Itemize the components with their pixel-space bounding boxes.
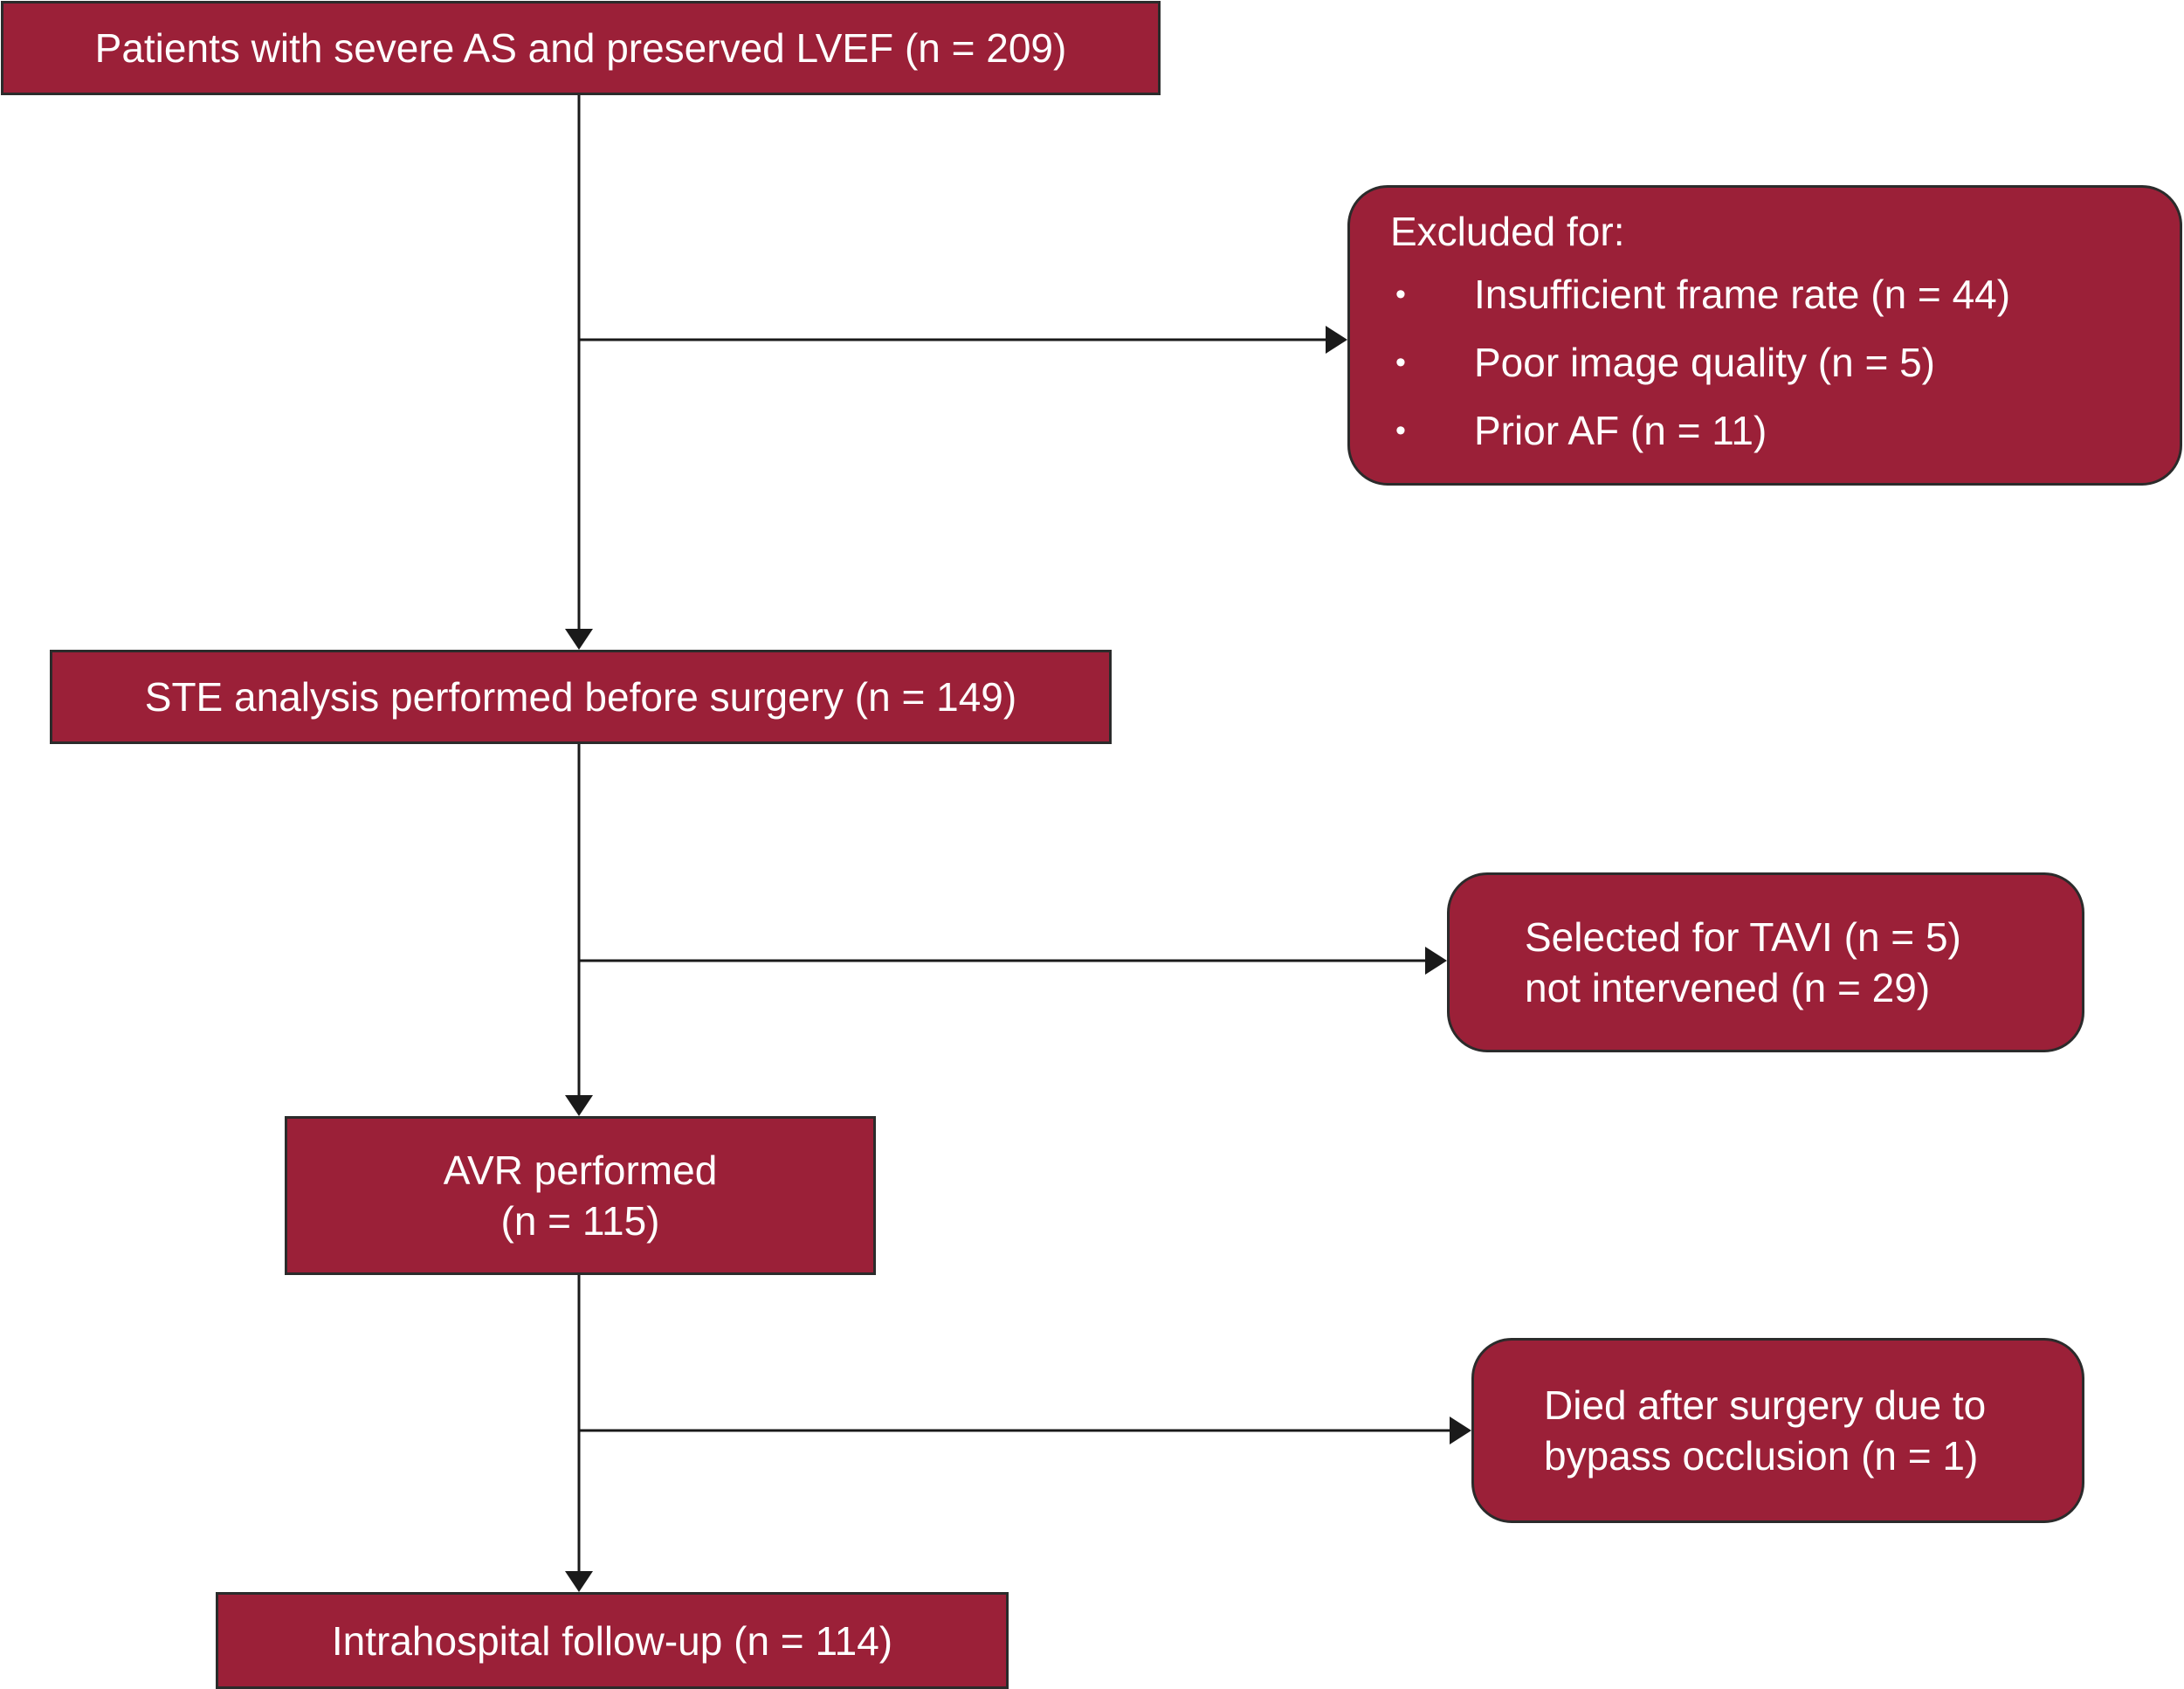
arrowhead-to-follow bbox=[565, 1571, 593, 1592]
box-died-after-surgery: Died after surgery due to bypass occlusi… bbox=[1471, 1338, 2084, 1523]
exclusion-item-label: Insufficient frame rate (n = 44) bbox=[1474, 272, 2011, 317]
box-initial-cohort: Patients with severe AS and preserved LV… bbox=[1, 1, 1161, 95]
exclusion-item: • Insufficient frame rate (n = 44) bbox=[1390, 260, 2010, 328]
exclusion-item-label: Poor image quality (n = 5) bbox=[1474, 340, 1935, 385]
arrowhead-to-exclusions bbox=[1326, 326, 1347, 354]
box-not-avr: Selected for TAVI (n = 5) not intervened… bbox=[1447, 872, 2084, 1052]
died-line-2: bypass occlusion (n = 1) bbox=[1544, 1433, 1979, 1479]
arrowhead-to-ste bbox=[565, 629, 593, 650]
arrowhead-to-not-avr bbox=[1425, 947, 1447, 975]
box-avr-performed: AVR performed (n = 115) bbox=[285, 1116, 876, 1275]
avr-line-count: (n = 115) bbox=[500, 1198, 660, 1244]
not-avr-line-tavi: Selected for TAVI (n = 5) bbox=[1525, 914, 1961, 960]
exclusions-heading: Excluded for: bbox=[1390, 209, 1625, 254]
box-exclusions: Excluded for: • Insufficient frame rate … bbox=[1347, 185, 2182, 486]
ste-analysis-label: STE analysis performed before surgery (n… bbox=[144, 674, 1017, 720]
exclusions-list: • Insufficient frame rate (n = 44) • Poo… bbox=[1390, 260, 2010, 465]
initial-cohort-label: Patients with severe AS and preserved LV… bbox=[94, 25, 1067, 71]
died-line-1: Died after surgery due to bbox=[1544, 1382, 1987, 1428]
arrowhead-to-died bbox=[1450, 1417, 1471, 1444]
bullet-icon: • bbox=[1395, 278, 1406, 311]
bullet-icon: • bbox=[1395, 346, 1406, 379]
not-avr-line-not-intervened: not intervened (n = 29) bbox=[1525, 965, 1931, 1010]
exclusion-item-label: Prior AF (n = 11) bbox=[1474, 408, 1767, 453]
exclusion-item: • Prior AF (n = 11) bbox=[1390, 396, 2010, 465]
avr-line-title: AVR performed bbox=[443, 1148, 718, 1193]
box-ste-analysis: STE analysis performed before surgery (n… bbox=[50, 650, 1112, 744]
follow-up-label: Intrahospital follow-up (n = 114) bbox=[331, 1617, 893, 1664]
box-follow-up: Intrahospital follow-up (n = 114) bbox=[216, 1592, 1009, 1689]
bullet-icon: • bbox=[1395, 414, 1406, 447]
arrowhead-to-avr bbox=[565, 1095, 593, 1116]
exclusion-item: • Poor image quality (n = 5) bbox=[1390, 328, 2010, 396]
